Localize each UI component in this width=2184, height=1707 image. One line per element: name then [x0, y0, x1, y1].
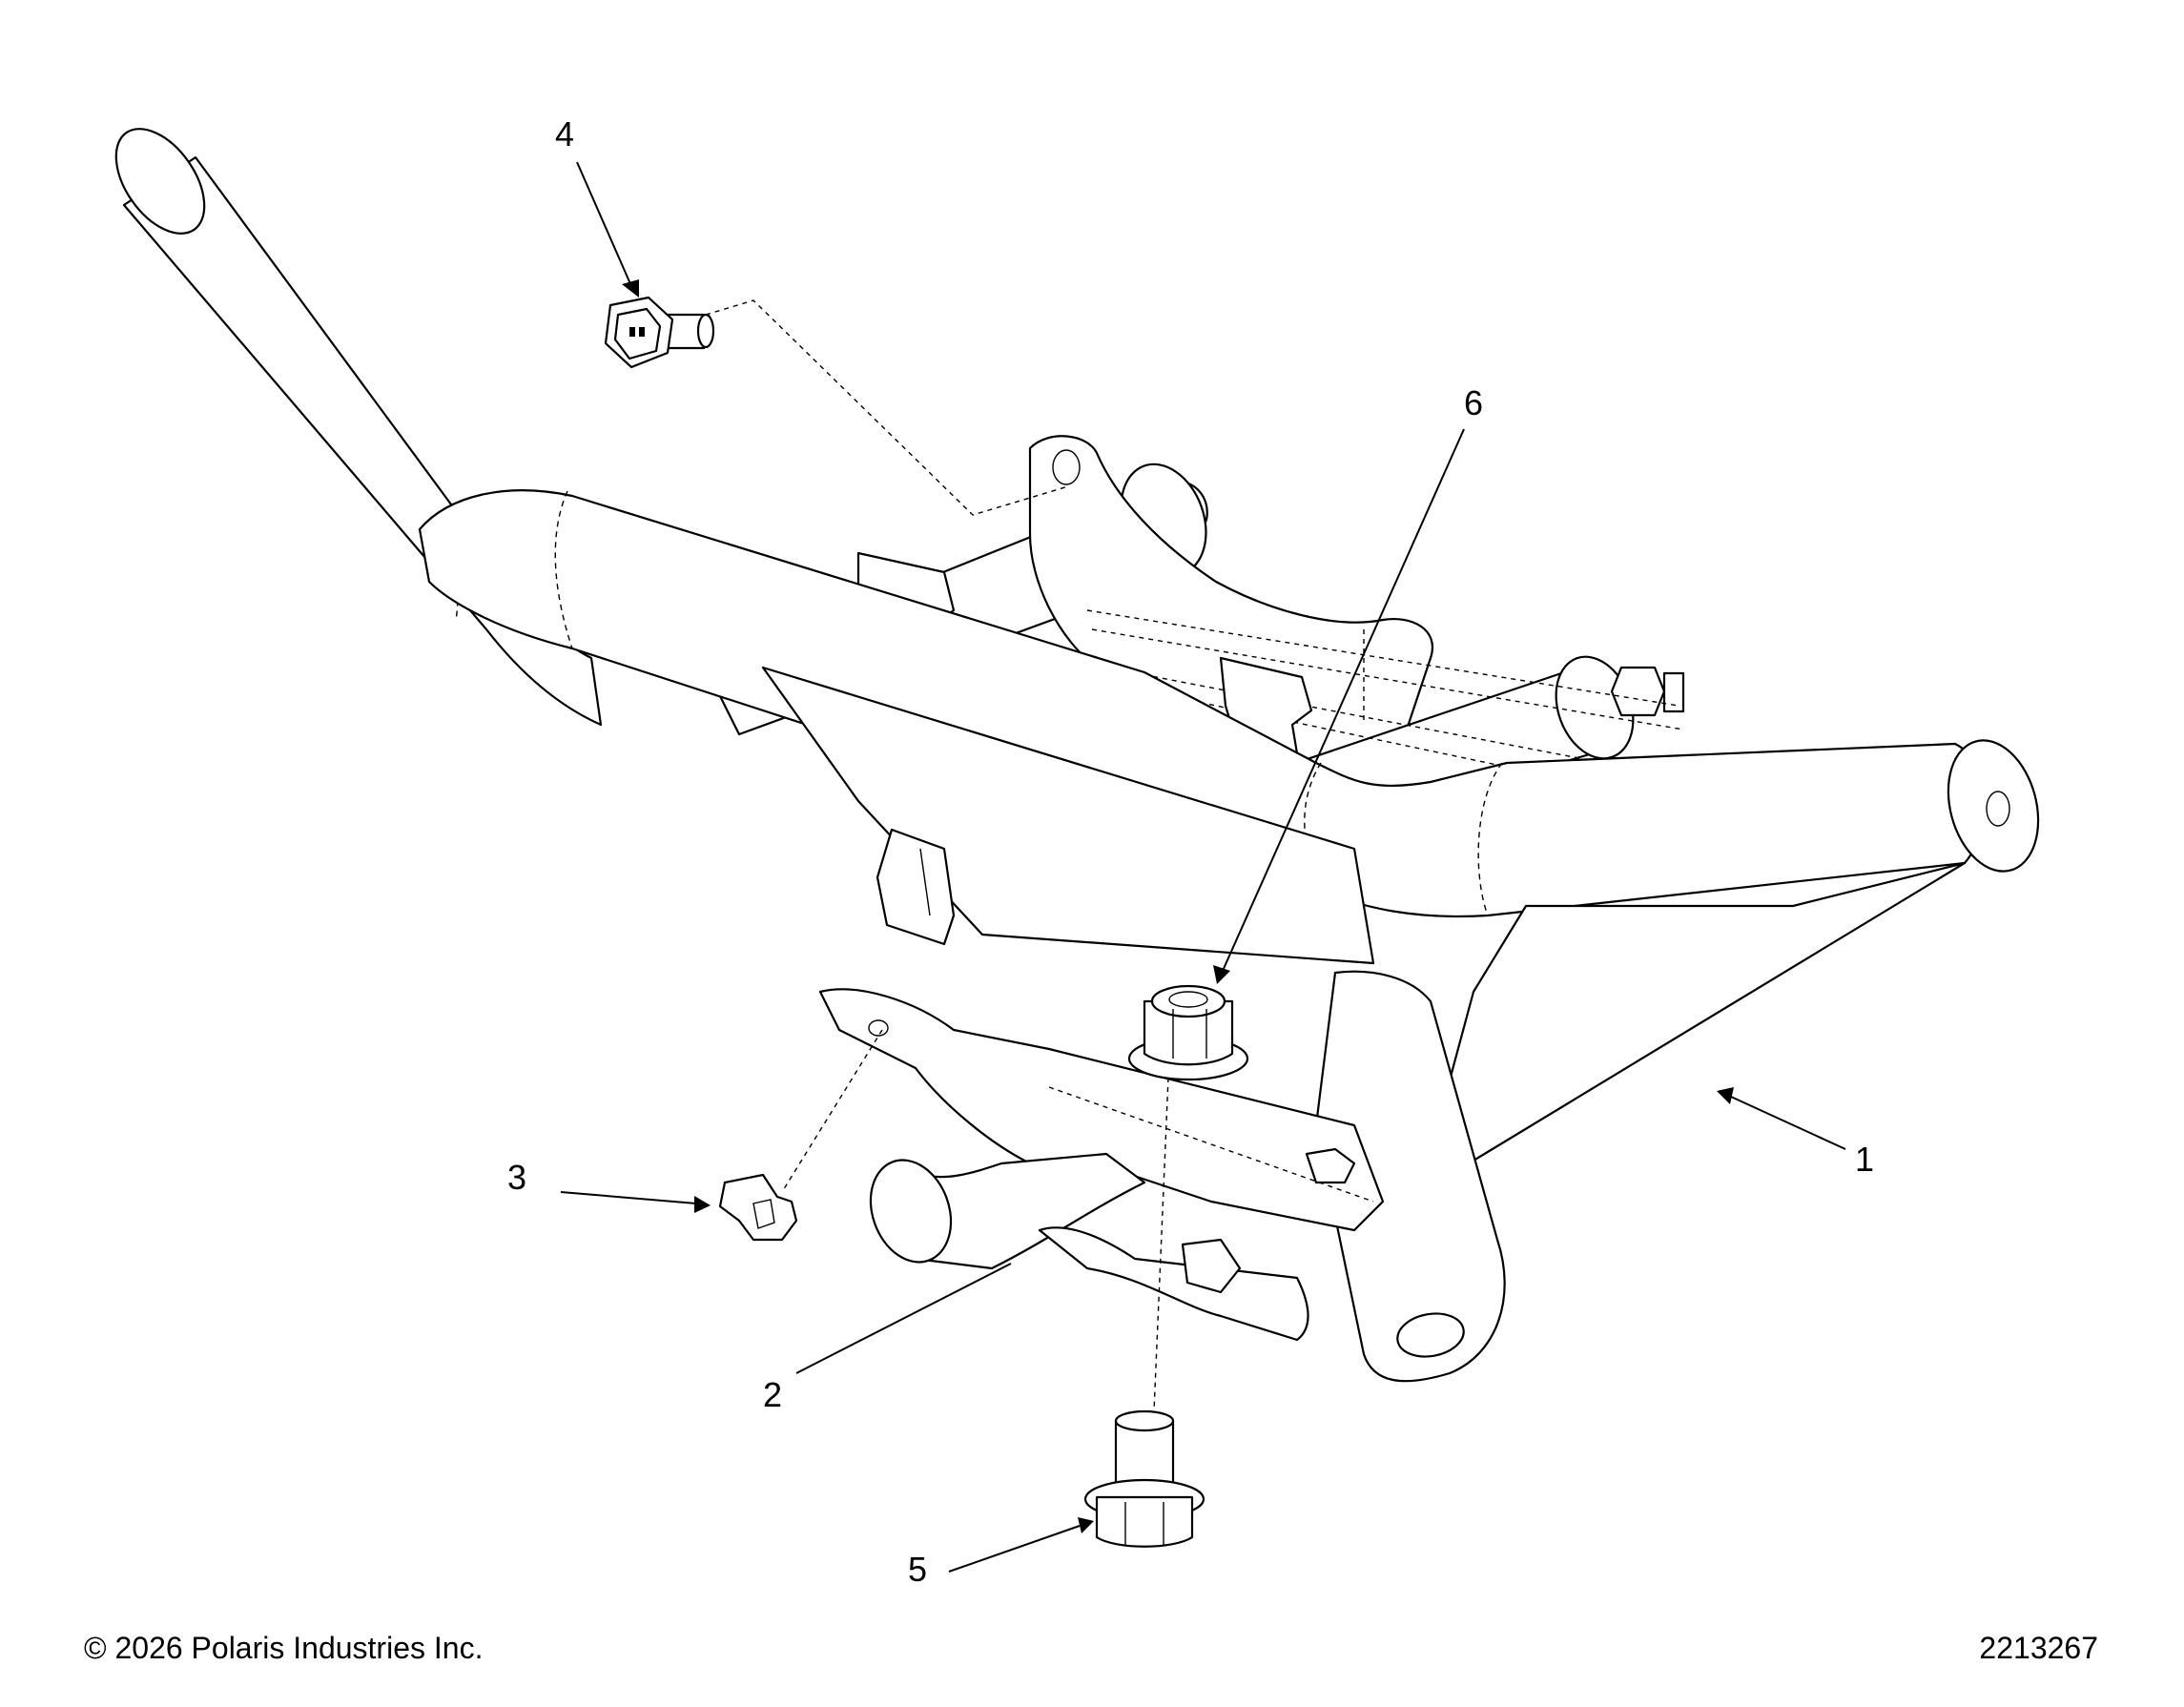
callout-numbers: 1 2 3 4 5 6 [507, 114, 1874, 1589]
assembly-lines [705, 299, 1169, 1412]
callout-1: 1 [1855, 1140, 1874, 1179]
diagram-number: 2213267 [1979, 1631, 2098, 1665]
copyright-text: © 2026 Polaris Industries Inc. [84, 1631, 484, 1665]
flange-nut-part-6 [1127, 984, 1249, 1081]
flange-bolt-part-4 [604, 296, 715, 369]
callout-4: 4 [555, 114, 574, 154]
skid-bracket-part-2 [818, 988, 1385, 1342]
callout-6: 6 [1464, 383, 1483, 422]
callout-2: 2 [763, 1375, 782, 1414]
callout-3: 3 [507, 1158, 526, 1197]
bumper-frame-part-1 [114, 128, 2040, 1383]
clip-nut-part-3 [718, 1173, 798, 1242]
callout-5: 5 [908, 1550, 927, 1589]
flange-bolt-part-5 [1083, 1409, 1205, 1548]
leader-lines [560, 161, 1846, 1573]
